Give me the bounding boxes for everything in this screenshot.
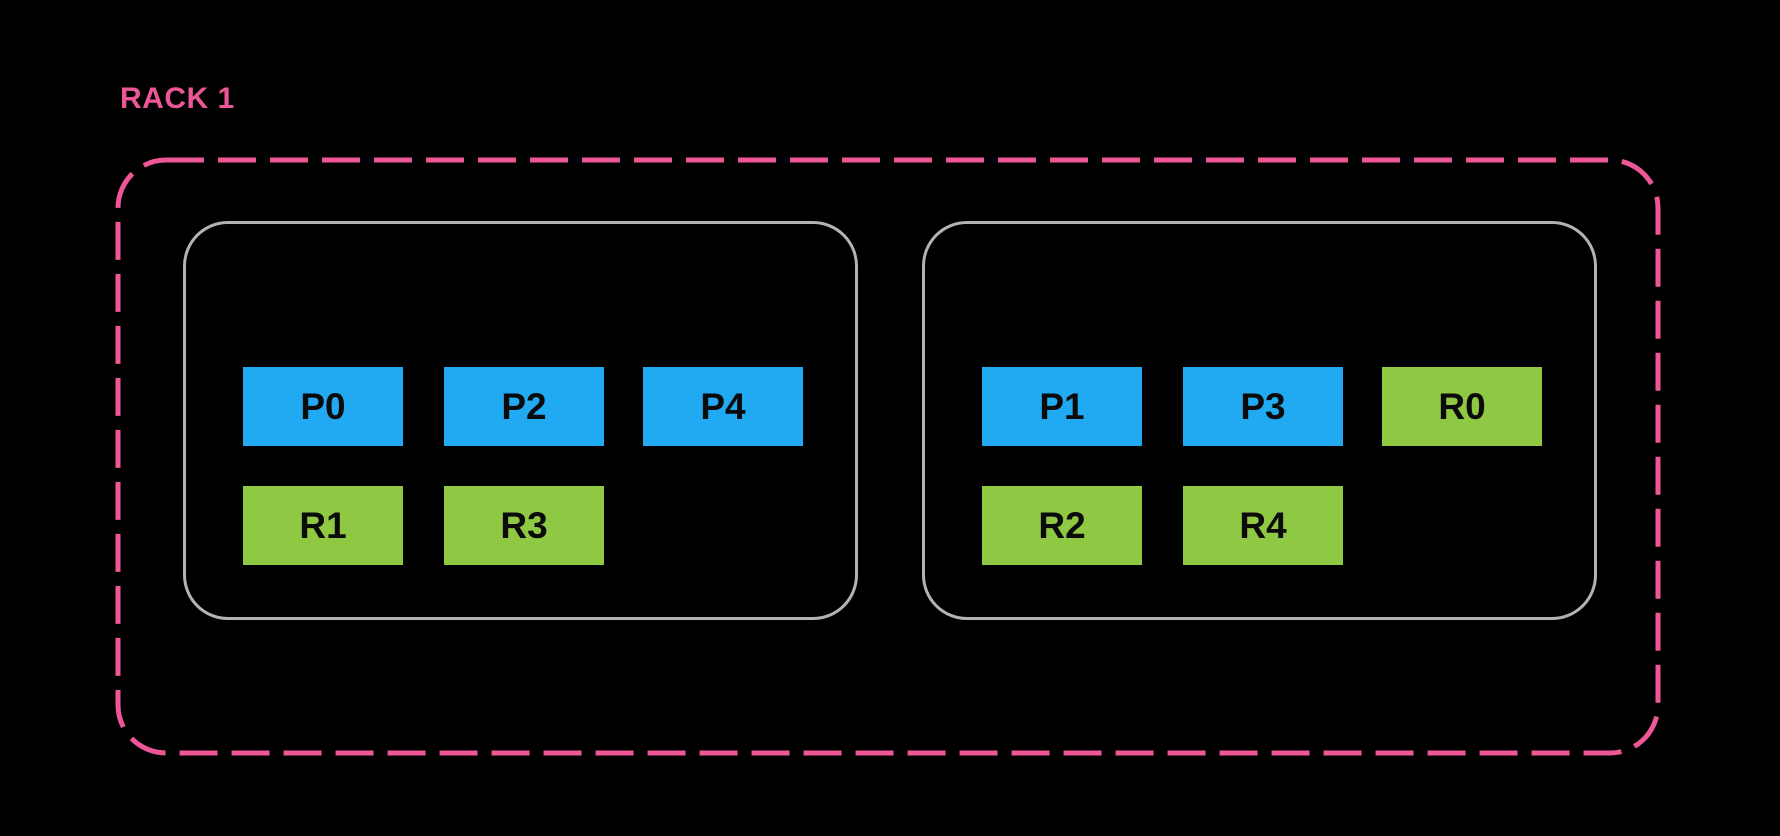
slot-r2: R2: [982, 486, 1142, 565]
slot-r4: R4: [1183, 486, 1343, 565]
slot-r1: R1: [243, 486, 403, 565]
slot-r3: R3: [444, 486, 604, 565]
slot-p2: P2: [444, 367, 604, 446]
slot-r0: R0: [1382, 367, 1542, 446]
slot-p4: P4: [643, 367, 803, 446]
slot-p0: P0: [243, 367, 403, 446]
rack-title: RACK 1: [120, 82, 235, 115]
slot-p1: P1: [982, 367, 1142, 446]
slot-p3: P3: [1183, 367, 1343, 446]
